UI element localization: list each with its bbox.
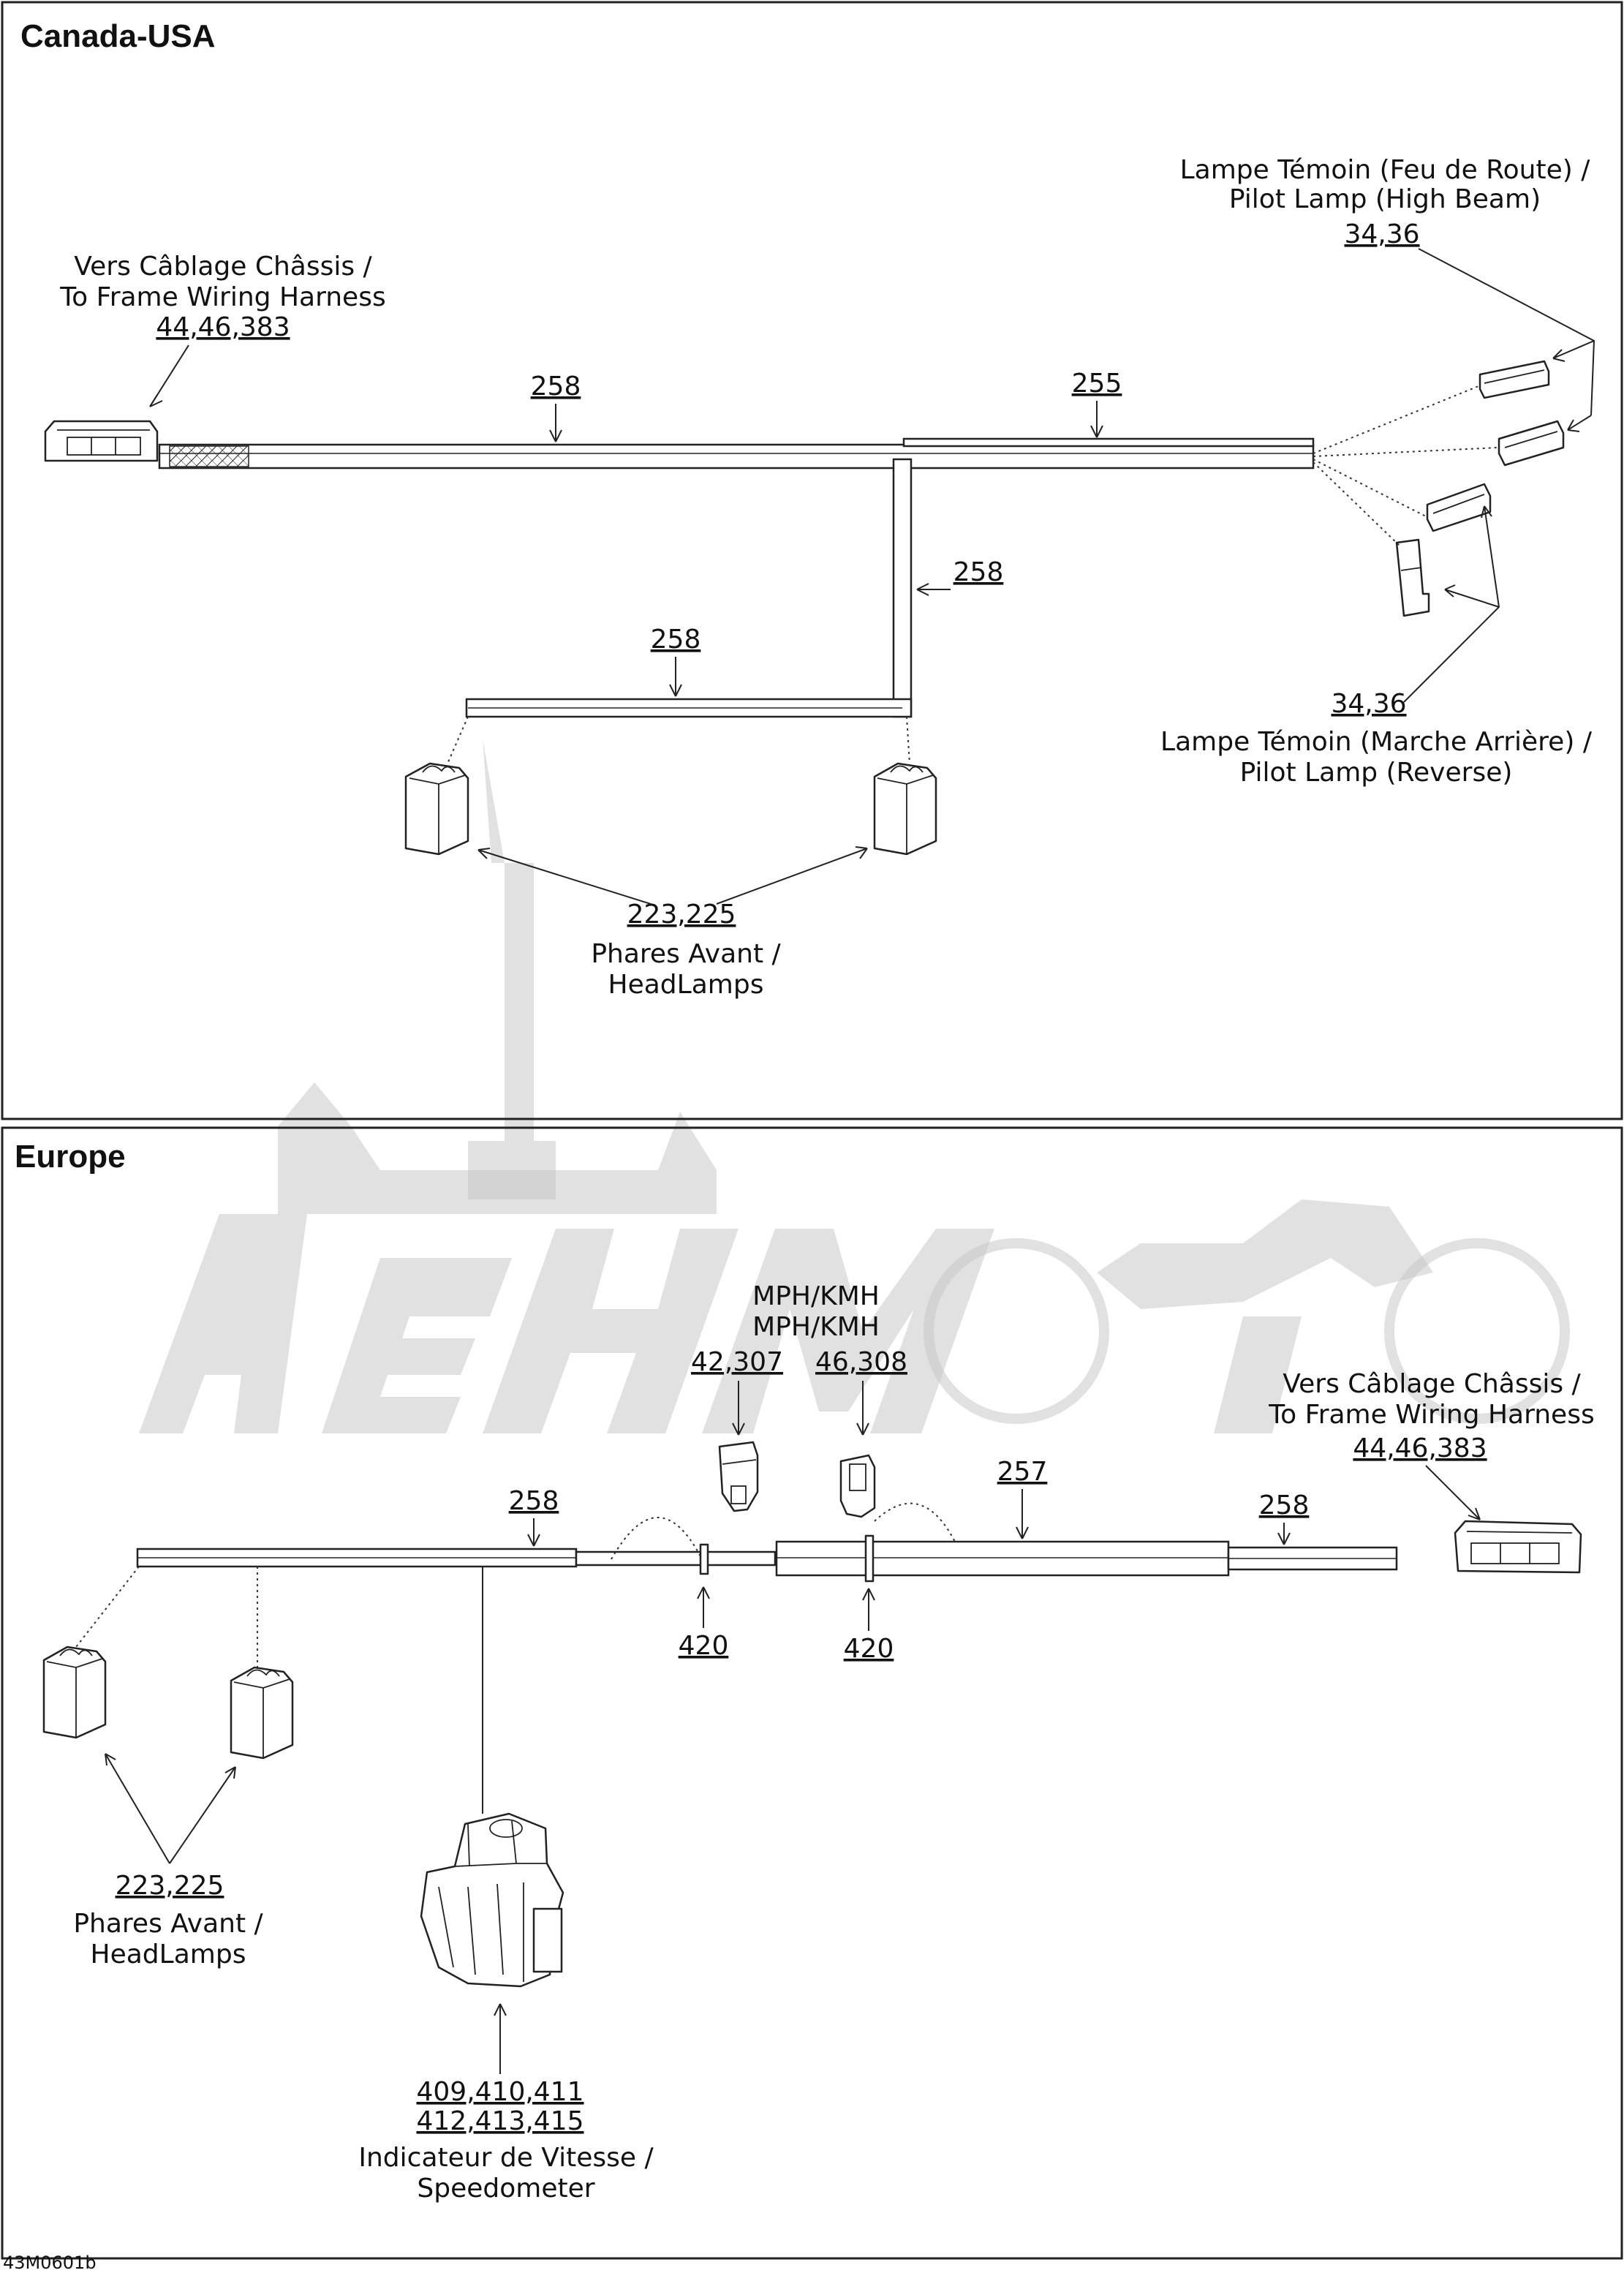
europe-harness-middle	[575, 1540, 1230, 1577]
europe-connector-a-ref: 42,307	[691, 1347, 783, 1377]
europe-speed-connector-a	[718, 1441, 759, 1512]
europe-speedometer-label-en: Speedometer	[417, 2174, 594, 2204]
canada-headlamps-label-en: HeadLamps	[608, 970, 764, 1000]
europe-panel	[1, 1126, 1623, 2260]
canada-reverse-connector-1	[1426, 483, 1492, 532]
canada-highbeam-connector-1	[1478, 360, 1550, 399]
europe-clip-b	[864, 1534, 875, 1583]
canada-main-harness	[158, 437, 1315, 470]
canada-frame-harness-label-fr: Vers Câblage Châssis /	[74, 252, 372, 282]
europe-clip-b-ref: 420	[844, 1634, 894, 1664]
canada-frame-harness-connector	[44, 420, 159, 462]
europe-clip-a-ref: 420	[679, 1631, 729, 1661]
canada-harness-258-vertical: 258	[953, 557, 1004, 587]
europe-frame-harness-label-fr: Vers Câblage Châssis /	[1283, 1369, 1581, 1399]
canada-harness-258-lower: 258	[651, 625, 701, 655]
europe-harness-257: 257	[997, 1457, 1048, 1487]
europe-frame-harness-label-en: To Frame Wiring Harness	[1268, 1400, 1594, 1430]
europe-speedometer-ref1: 409,410,411	[416, 2077, 583, 2107]
canada-usa-title: Canada-USA	[20, 18, 216, 54]
canada-highbeam-label-en: Pilot Lamp (High Beam)	[1229, 184, 1541, 214]
europe-headlamps-label-fr: Phares Avant /	[73, 1909, 263, 1939]
canada-frame-harness-ref: 44,46,383	[156, 312, 290, 342]
canada-reverse-ref: 34,36	[1331, 689, 1406, 719]
europe-speed-units-line1: MPH/KMH	[752, 1281, 880, 1311]
europe-speedometer-ref2: 412,413,415	[416, 2106, 583, 2136]
watermark-logo	[139, 739, 1570, 1433]
canada-highbeam-ref: 34,36	[1344, 219, 1419, 249]
canada-usa-panel	[1, 1, 1623, 1120]
canada-harness-258-main: 258	[531, 372, 581, 402]
europe-harness-258-left: 258	[509, 1486, 559, 1516]
europe-headlamps-label-en: HeadLamps	[91, 1940, 246, 1969]
canada-headlamp-connector-right	[873, 762, 937, 856]
europe-headlamps-ref: 223,225	[116, 1871, 224, 1901]
europe-clip-a	[699, 1543, 709, 1575]
europe-speed-connector-b	[839, 1454, 876, 1518]
europe-connector-b-ref: 46,308	[815, 1347, 907, 1377]
europe-frame-harness-ref: 44,46,383	[1353, 1433, 1487, 1463]
europe-harness-258-right: 258	[1259, 1490, 1310, 1520]
canada-headlamps-ref: 223,225	[627, 900, 736, 930]
canada-highbeam-label-fr: Lampe Témoin (Feu de Route) /	[1180, 155, 1591, 185]
canada-reverse-connector-2	[1395, 538, 1430, 617]
canada-frame-harness-label-en: To Frame Wiring Harness	[59, 282, 385, 312]
europe-speedometer-connector	[420, 1812, 564, 1988]
canada-highbeam-connector-2	[1498, 420, 1565, 467]
canada-headlamps-label-fr: Phares Avant /	[591, 939, 781, 969]
europe-speedometer-label-fr: Indicateur de Vitesse /	[358, 2143, 654, 2173]
canada-reverse-label-en: Pilot Lamp (Reverse)	[1240, 758, 1513, 788]
figure-code: 43M0601b	[3, 2253, 97, 2273]
canada-branch-harness	[465, 458, 913, 718]
canada-headlamp-connector-left	[404, 762, 469, 856]
europe-harness-left	[136, 1548, 578, 1568]
europe-title: Europe	[15, 1139, 126, 1175]
canada-harness-255: 255	[1072, 369, 1122, 399]
europe-headlamp-connector-left	[42, 1646, 107, 1739]
europe-frame-harness-connector	[1454, 1520, 1582, 1574]
europe-harness-right	[1227, 1546, 1398, 1571]
canada-reverse-label-fr: Lampe Témoin (Marche Arrière) /	[1160, 727, 1593, 757]
europe-speed-units-line2: MPH/KMH	[752, 1312, 880, 1342]
europe-headlamp-connector-right	[230, 1666, 294, 1760]
